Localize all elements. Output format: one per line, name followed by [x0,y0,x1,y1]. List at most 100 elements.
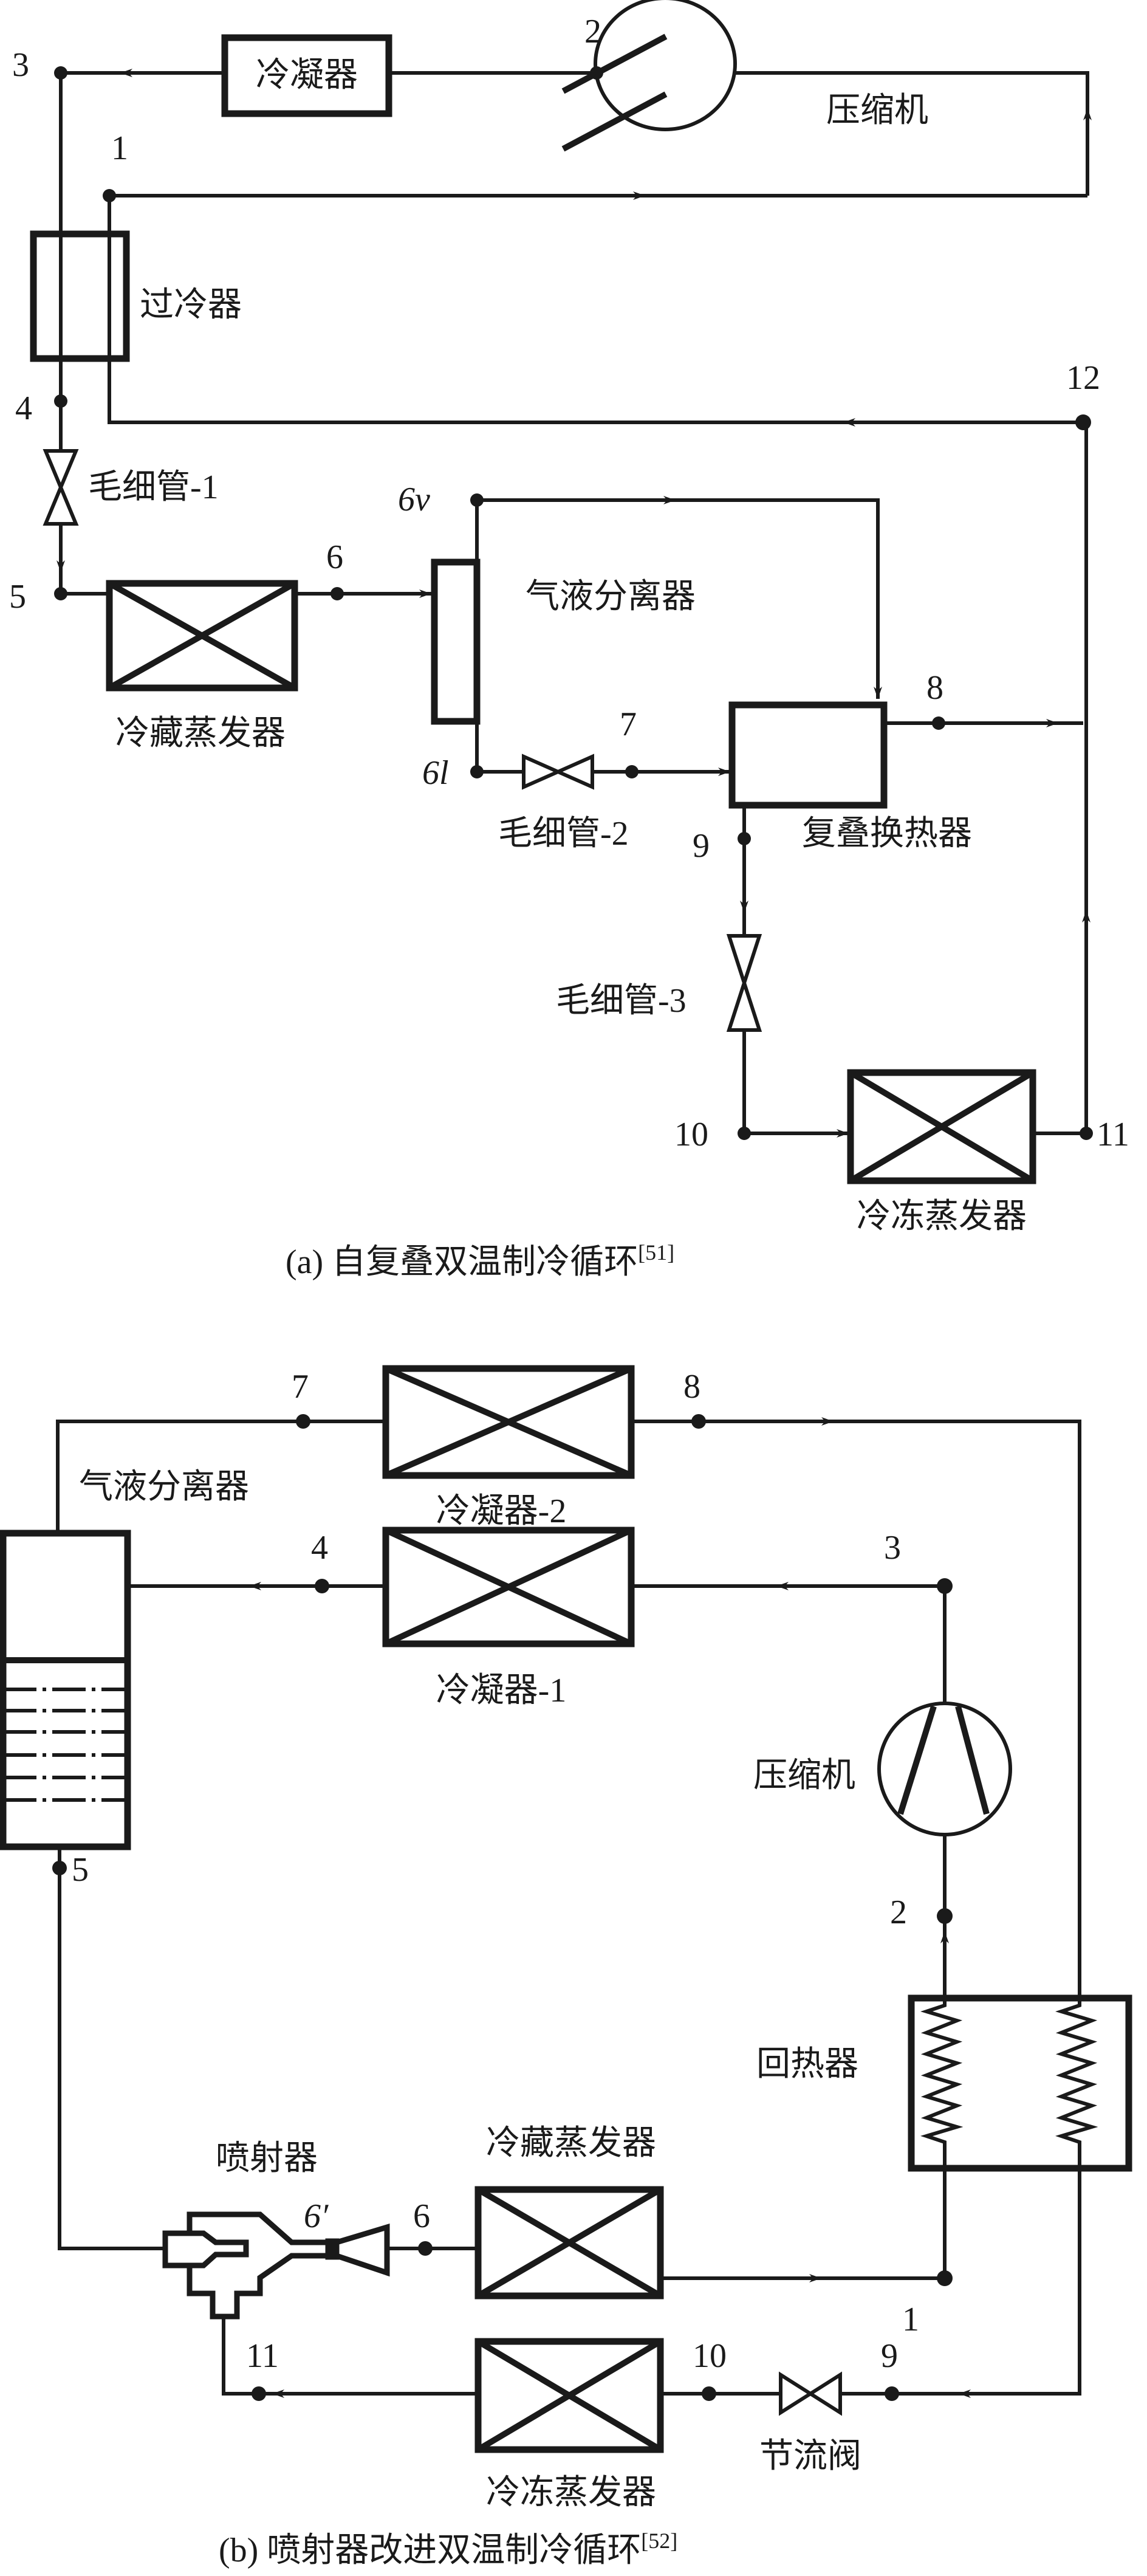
compressor-label: 压缩机 [826,92,928,129]
condenser-2-box [382,1365,635,1479]
node-a-6 [330,587,344,600]
node-a-5 [54,587,67,600]
capillary-3-icon [726,934,762,1032]
regenerator-label: 回热器 [756,2045,858,2083]
condenser-1-label: 冷凝器-1 [436,1672,567,1709]
subcooler-box [30,230,130,362]
node-a-9 [738,832,751,845]
freezer-evaporator-b-box [474,2338,664,2453]
compressor-b-label: 压缩机 [753,1757,855,1795]
node-a-4-label: 4 [15,390,32,427]
condenser-1-box [382,1527,635,1647]
node-a-3 [54,66,67,80]
node-b-2-label: 2 [890,1894,907,1931]
node-a-8-label: 8 [926,669,943,707]
pipe-11-up [1033,422,1088,1135]
node-b-4 [315,1579,329,1593]
freezer-evaporator-label: 冷冻蒸发器 [857,1198,1027,1235]
pipe-compressor-suction [732,71,1089,196]
node-b-8-label: 8 [683,1368,700,1406]
pipe-b-3 [631,1584,947,1703]
part-a: 冷凝器 压缩机 过冷器 毛细管-1 冷藏蒸发器 气液分离器 毛细管- [9,0,1129,1281]
node-a-2 [590,66,603,80]
node-b-6-label: 6 [413,2197,430,2235]
pipe-6l [475,720,730,774]
node-b-6 [418,2241,433,2256]
node-a-5-label: 5 [9,578,26,616]
fridge-evaporator-b-label: 冷藏蒸发器 [486,2124,656,2162]
node-b-6prime-label: 6′ [304,2197,329,2235]
pipe-b-5 [58,1847,165,2250]
node-a-10-label: 10 [674,1116,708,1153]
node-a-8 [932,716,945,730]
node-b-5-label: 5 [72,1851,89,1889]
node-b-10-label: 10 [693,2337,727,2375]
node-b-1-label: 1 [902,2301,919,2338]
pipe-1-down [108,196,1083,424]
capillary-2-icon [522,754,594,790]
separator-b-box [0,1530,131,1850]
node-b-3 [937,1578,953,1594]
pipe-b-1 [659,2168,947,2280]
subcooler-label: 过冷器 [140,286,242,324]
regenerator-box [908,1994,1132,2172]
ejector-icon [162,2211,390,2320]
node-b-3-label: 3 [884,1529,901,1567]
capillary-1-icon [43,449,79,526]
cascade-hx-box [728,701,888,809]
node-a-12 [1075,414,1091,430]
node-a-6l [470,765,484,778]
node-b-7-label: 7 [292,1368,309,1406]
fridge-evaporator-box [106,580,298,692]
throttle-valve-icon [779,2371,842,2416]
capillary-1-label: 毛细管-1 [88,469,219,506]
capillary-2-label: 毛细管-2 [498,815,629,853]
node-a-6v [470,493,484,507]
node-b-5 [52,1861,67,1875]
node-a-7 [625,765,639,778]
node-b-11-label: 11 [246,2337,279,2375]
pipe-9-down [742,805,849,1135]
node-a-11 [1080,1127,1093,1140]
condenser-box [221,34,392,117]
compressor-b-icon [877,1702,1012,1836]
pipe-6v [475,498,880,699]
node-a-9-label: 9 [693,827,710,865]
node-b-10 [702,2386,716,2401]
node-a-3-label: 3 [12,46,29,84]
node-a-2-label: 2 [584,13,601,50]
node-b-11 [252,2386,266,2401]
separator-box [431,558,481,725]
compressor-icon [561,0,737,152]
part-b: 气液分离器 冷凝器-2 冷凝器-1 压缩机 回热器 [0,1365,1132,2569]
node-b-4-label: 4 [311,1529,328,1567]
caption-a: (a) 自复叠双温制冷循环[51] [286,1240,674,1281]
node-a-7-label: 7 [620,706,637,743]
throttle-valve-label: 节流阀 [759,2437,861,2475]
fridge-evaporator-b-box [474,2186,664,2300]
node-a-1-label: 1 [111,129,128,167]
separator-label: 气液分离器 [526,578,696,616]
node-b-1 [937,2270,953,2286]
pipe-b-8-right [631,1420,1081,1998]
node-a-6l-label: 6l [422,754,449,792]
fridge-evaporator-label: 冷藏蒸发器 [115,715,286,752]
node-a-12-label: 12 [1066,359,1100,397]
pipe-b-top [56,1420,386,1533]
node-a-6v-label: 6v [398,481,430,518]
node-a-6-label: 6 [326,538,343,576]
capillary-3-label: 毛细管-3 [556,982,686,1020]
ejector-label: 喷射器 [216,2140,318,2177]
node-b-9 [885,2386,899,2401]
node-b-7 [296,1414,310,1429]
node-b-2 [937,1908,953,1924]
node-b-8 [691,1414,706,1429]
condenser-2-label: 冷凝器-2 [436,1492,567,1530]
node-a-10 [738,1127,751,1140]
node-a-11-label: 11 [1097,1116,1129,1153]
cascade-hx-label: 复叠换热器 [802,815,972,853]
node-a-4 [54,394,67,408]
separator-b-label: 气液分离器 [79,1468,249,1506]
node-b-9-label: 9 [881,2337,898,2375]
